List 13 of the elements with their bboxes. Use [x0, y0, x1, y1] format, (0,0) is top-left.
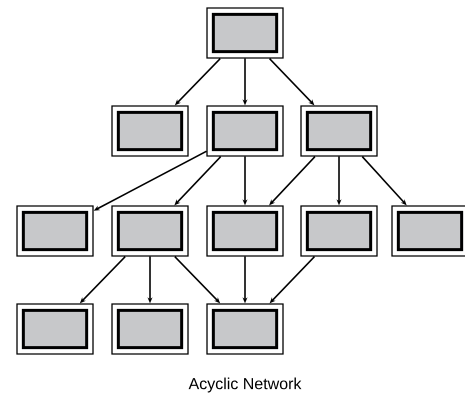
- framed-box: [16, 205, 94, 257]
- framed-box: [206, 7, 284, 59]
- framed-box: [111, 205, 189, 257]
- framed-box: [206, 105, 284, 157]
- framed-box: [16, 303, 94, 355]
- caption: Acyclic Network: [188, 378, 302, 392]
- framed-box: [111, 105, 189, 157]
- framed-box: [391, 205, 465, 257]
- framed-box: [300, 105, 378, 157]
- framed-box: [206, 205, 284, 257]
- framed-box: [300, 205, 378, 257]
- framed-box: [206, 303, 284, 355]
- framed-box: [111, 303, 189, 355]
